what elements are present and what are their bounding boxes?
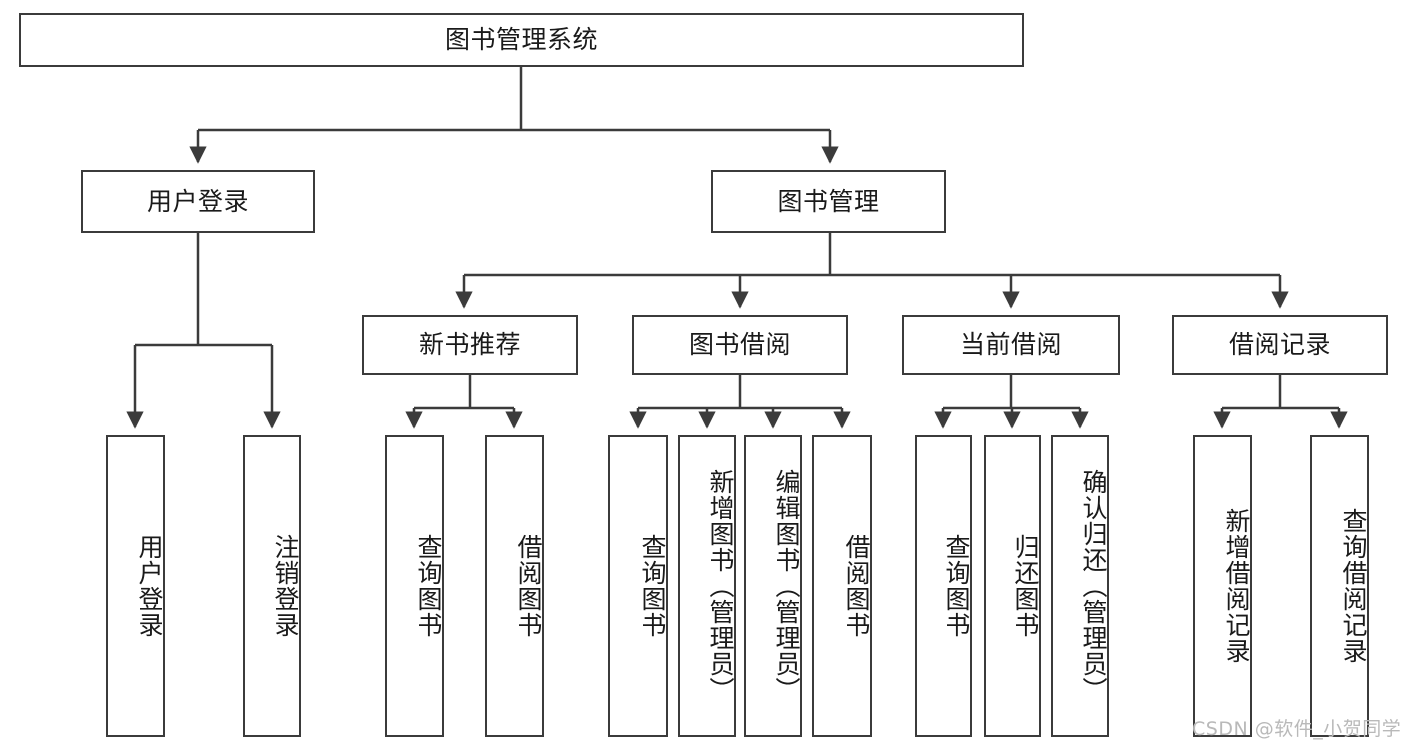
leaf-return-book[interactable]: 归还图书 — [984, 435, 1041, 737]
leaf-label: 查询借阅记录 — [1339, 508, 1368, 664]
leaf-label: 查询图书 — [942, 534, 971, 638]
leaf-query-borrow-record[interactable]: 查询借阅记录 — [1310, 435, 1369, 737]
leaf-label: 借阅图书 — [842, 534, 871, 638]
leaf-add-book-admin[interactable]: 新增图书（管理员） — [678, 435, 736, 737]
node-root[interactable]: 图书管理系统 — [19, 13, 1024, 67]
node-current-borrow[interactable]: 当前借阅 — [902, 315, 1120, 375]
csdn-watermark: CSDN @软件_小贺同学 — [1192, 718, 1402, 740]
leaf-label: 编辑图书（管理员） — [772, 469, 801, 703]
node-book-borrow[interactable]: 图书借阅 — [632, 315, 848, 375]
leaf-label: 用户登录 — [135, 534, 164, 638]
leaf-borrow-book-newbook[interactable]: 借阅图书 — [485, 435, 544, 737]
leaf-label: 查询图书 — [414, 534, 443, 638]
leaf-add-borrow-record[interactable]: 新增借阅记录 — [1193, 435, 1252, 737]
node-book-management[interactable]: 图书管理 — [711, 170, 946, 233]
leaf-label: 确认归还（管理员） — [1079, 469, 1108, 703]
node-new-book-recommend[interactable]: 新书推荐 — [362, 315, 578, 375]
leaf-edit-book-admin[interactable]: 编辑图书（管理员） — [744, 435, 802, 737]
leaf-label: 归还图书 — [1011, 534, 1040, 638]
leaf-label: 新增图书（管理员） — [706, 469, 735, 703]
node-user-login[interactable]: 用户登录 — [81, 170, 315, 233]
leaf-confirm-return-admin[interactable]: 确认归还（管理员） — [1051, 435, 1109, 737]
leaf-user-logout[interactable]: 注销登录 — [243, 435, 301, 737]
leaf-label: 新增借阅记录 — [1222, 508, 1251, 664]
leaf-label: 注销登录 — [271, 534, 300, 638]
leaf-query-book-newbook[interactable]: 查询图书 — [385, 435, 444, 737]
node-borrow-record[interactable]: 借阅记录 — [1172, 315, 1388, 375]
leaf-user-login[interactable]: 用户登录 — [106, 435, 165, 737]
leaf-label: 查询图书 — [638, 534, 667, 638]
leaf-lend-book[interactable]: 借阅图书 — [812, 435, 872, 737]
leaf-label: 借阅图书 — [514, 534, 543, 638]
leaf-query-book-borrow[interactable]: 查询图书 — [608, 435, 668, 737]
leaf-query-book-current[interactable]: 查询图书 — [915, 435, 972, 737]
